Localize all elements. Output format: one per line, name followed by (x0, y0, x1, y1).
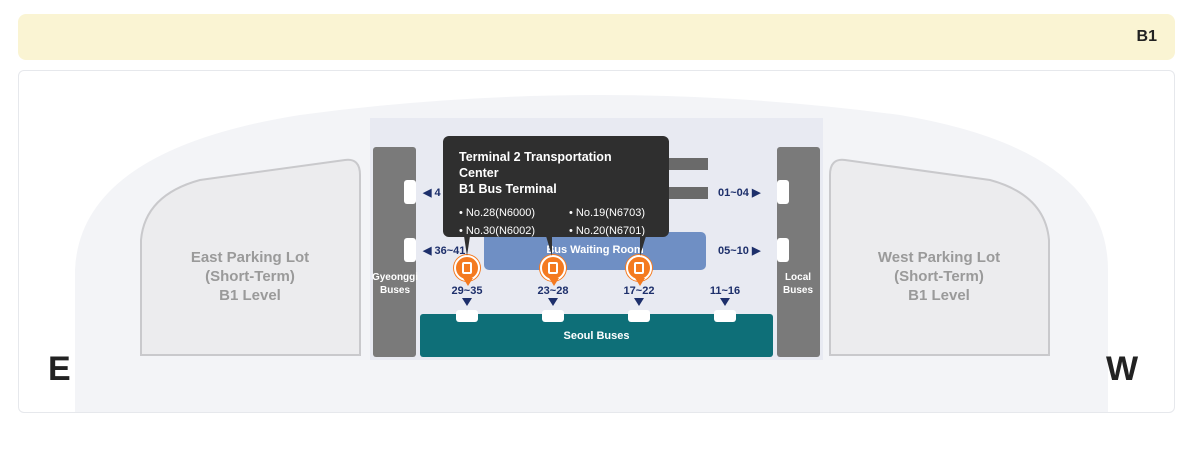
gate-11-16: 11~16 (709, 285, 741, 297)
gate-05-10: 05~10 ▶ (718, 245, 761, 257)
tooltip-title: Terminal 2 Transportation Center (459, 150, 612, 180)
level-banner: B1 (18, 14, 1175, 60)
west-parking-lot[interactable]: West Parking Lot (Short-Term) B1 Level (839, 248, 1039, 305)
gate-01-04: 01~04 ▶ (718, 187, 761, 199)
west-parking-shape (829, 158, 1050, 356)
bus-stop-pin-icon[interactable] (626, 255, 652, 286)
bus-stop-pin-icon[interactable] (454, 255, 480, 286)
down-arrow-icon (462, 298, 472, 306)
zone-name: Local (784, 272, 812, 283)
bus-route: No.20(N6701) (569, 225, 679, 237)
east-parking-shape (140, 158, 361, 356)
level-label: B1 (1136, 28, 1157, 45)
waiting-room (484, 232, 706, 270)
gate-17-22: 17~22 (623, 285, 655, 297)
parking-type: (Short-Term) (894, 268, 984, 285)
seoul-zone (420, 314, 773, 357)
parking-name: West Parking Lot (877, 249, 1001, 266)
gate-36-41: ◀ 36~41 (423, 245, 466, 257)
bus-route: No.19(N6703) (569, 207, 679, 219)
gate-23-28: 23~28 (537, 285, 569, 297)
parking-level: B1 Level (908, 287, 970, 304)
zone-name: Buses (379, 285, 410, 296)
west-label: W (1106, 350, 1139, 388)
parking-type: (Short-Term) (205, 268, 295, 285)
gate-29-35: 29~35 (451, 285, 483, 297)
zone-name: Buses (782, 285, 813, 296)
tooltip-subtitle: B1 Bus Terminal (459, 182, 557, 196)
east-parking-lot[interactable]: East Parking Lot (Short-Term) B1 Level (150, 248, 350, 305)
zone-name: Gyeonggi (371, 272, 419, 283)
parking-name: East Parking Lot (190, 249, 310, 266)
waiting-room-label[interactable]: Bus Waiting Room (546, 244, 644, 256)
parking-level: B1 Level (219, 287, 281, 304)
bus-stop-tooltip: Terminal 2 Transportation Center B1 Bus … (443, 136, 669, 237)
gate-left-top: ◀ 4 (423, 187, 441, 199)
bus-route: No.30(N6002) (459, 225, 569, 237)
bus-stop-pin-icon[interactable] (540, 255, 566, 286)
east-label: E (48, 350, 71, 388)
down-arrow-icon (720, 298, 730, 306)
down-arrow-icon (634, 298, 644, 306)
down-arrow-icon (548, 298, 558, 306)
bus-route: No.28(N6000) (459, 207, 569, 219)
seoul-buses-label[interactable]: Seoul Buses (563, 330, 630, 342)
